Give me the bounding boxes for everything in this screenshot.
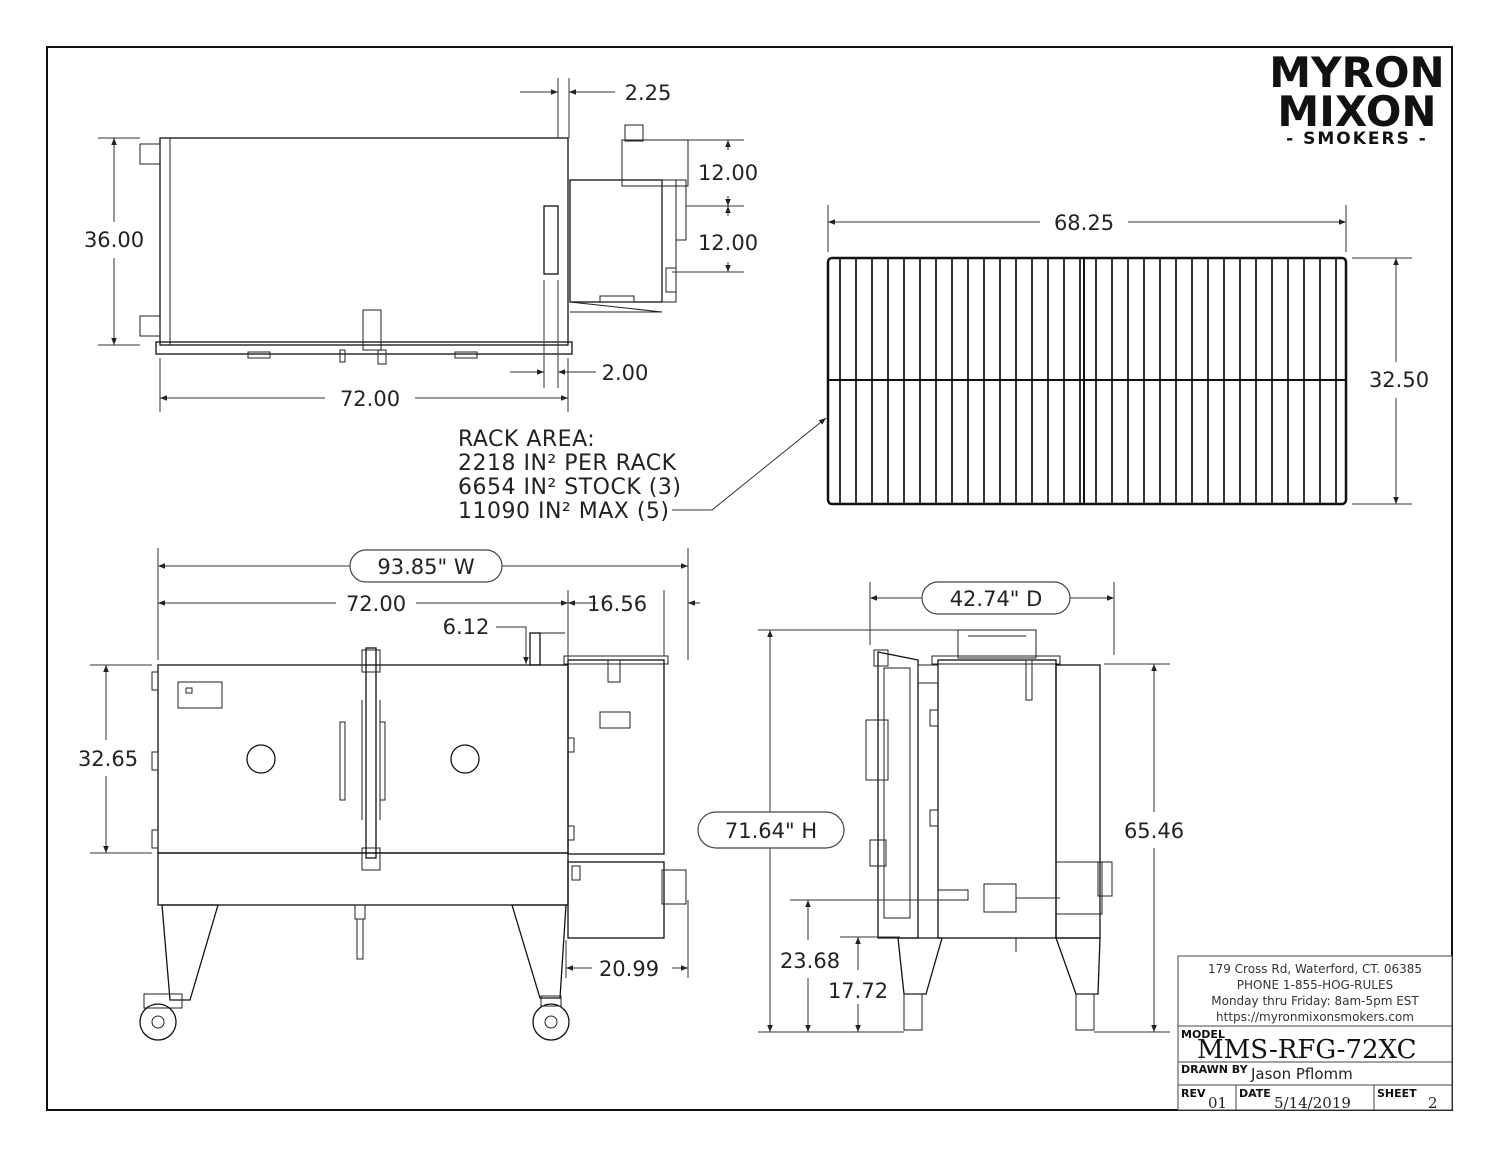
dim-length: 72.00	[340, 387, 400, 411]
sheet-border	[46, 46, 1453, 1111]
rack-view: 68.25 32.50	[826, 205, 1429, 506]
sheet-value: 2	[1428, 1094, 1438, 1112]
dim-stack-offset: 2.25	[625, 81, 672, 105]
dim-overall-depth: 42.74" D	[950, 587, 1043, 611]
date-label: DATE	[1239, 1087, 1271, 1100]
company-address: 179 Cross Rd, Waterford, CT. 06385	[1208, 962, 1422, 976]
front-view-dimensions: 93.85" W 72.00 16.56 6.12 32.65 20.99	[78, 548, 700, 981]
svg-text:RACK AREA:: RACK AREA:	[458, 427, 595, 452]
model-label: MODEL	[1181, 1028, 1225, 1041]
dim-upper: 12.00	[698, 161, 758, 185]
svg-text:MYRON: MYRON	[1269, 48, 1444, 97]
dim-firebox-width: 16.56	[587, 592, 647, 616]
company-website: https://myronmixonsmokers.com	[1216, 1010, 1414, 1024]
dim-height-b: 65.46	[1124, 819, 1184, 843]
side-view	[865, 629, 1113, 1031]
svg-text:2218 IN² PER RACK: 2218 IN² PER RACK	[458, 451, 677, 476]
side-view-dimensions: 42.74" D 71.64" H 65.46 23.68 17.72	[697, 581, 1184, 1033]
rev-value: 01	[1208, 1094, 1227, 1112]
dim-body-height: 32.65	[78, 747, 138, 771]
svg-text:6654 IN² STOCK (3): 6654 IN² STOCK (3)	[458, 475, 681, 500]
dim-lower-width: 20.99	[599, 957, 659, 981]
myron-mixon-logo: MYRON MIXON - SMOKERS -	[1269, 48, 1444, 149]
dim-rack-width: 68.25	[1054, 211, 1114, 235]
svg-text:11090 IN² MAX (5): 11090 IN² MAX (5)	[458, 499, 670, 524]
model-number: MMS-RFG-72XC	[1197, 1035, 1416, 1065]
dim-stack-offset-front: 6.12	[443, 615, 490, 639]
dim-height: 36.00	[84, 228, 144, 252]
date-value: 5/14/2019	[1274, 1094, 1351, 1112]
company-hours: Monday thru Friday: 8am-5pm EST	[1211, 994, 1419, 1008]
dim-height-c: 23.68	[780, 949, 840, 973]
drawn-by-label: DRAWN BY	[1181, 1063, 1249, 1076]
dim-height-d: 17.72	[828, 979, 888, 1003]
sheet-label: SHEET	[1377, 1087, 1417, 1100]
svg-text:- SMOKERS -: - SMOKERS -	[1286, 129, 1428, 149]
front-view	[139, 632, 687, 1041]
drawn-by-value: Jason Pflomm	[1250, 1065, 1353, 1083]
dim-rack-depth: 32.50	[1369, 368, 1429, 392]
dim-overall-width: 93.85" W	[377, 555, 474, 579]
title-block: 179 Cross Rd, Waterford, CT. 06385 PHONE…	[1177, 955, 1453, 1112]
company-phone: PHONE 1-855-HOG-RULES	[1237, 978, 1393, 992]
dim-overall-height: 71.64" H	[725, 819, 817, 843]
dim-side-offset: 2.00	[602, 361, 649, 385]
dim-lower: 12.00	[698, 231, 758, 255]
dim-body-length: 72.00	[346, 592, 406, 616]
top-view	[139, 124, 689, 365]
rack-area-note: RACK AREA: 2218 IN² PER RACK 6654 IN² ST…	[458, 417, 827, 524]
rev-label: REV	[1181, 1087, 1206, 1100]
svg-text:MIXON: MIXON	[1277, 87, 1436, 136]
top-view-dimensions: 2.25 12.00 12.00 36.00 2.00 72.00	[84, 78, 758, 412]
